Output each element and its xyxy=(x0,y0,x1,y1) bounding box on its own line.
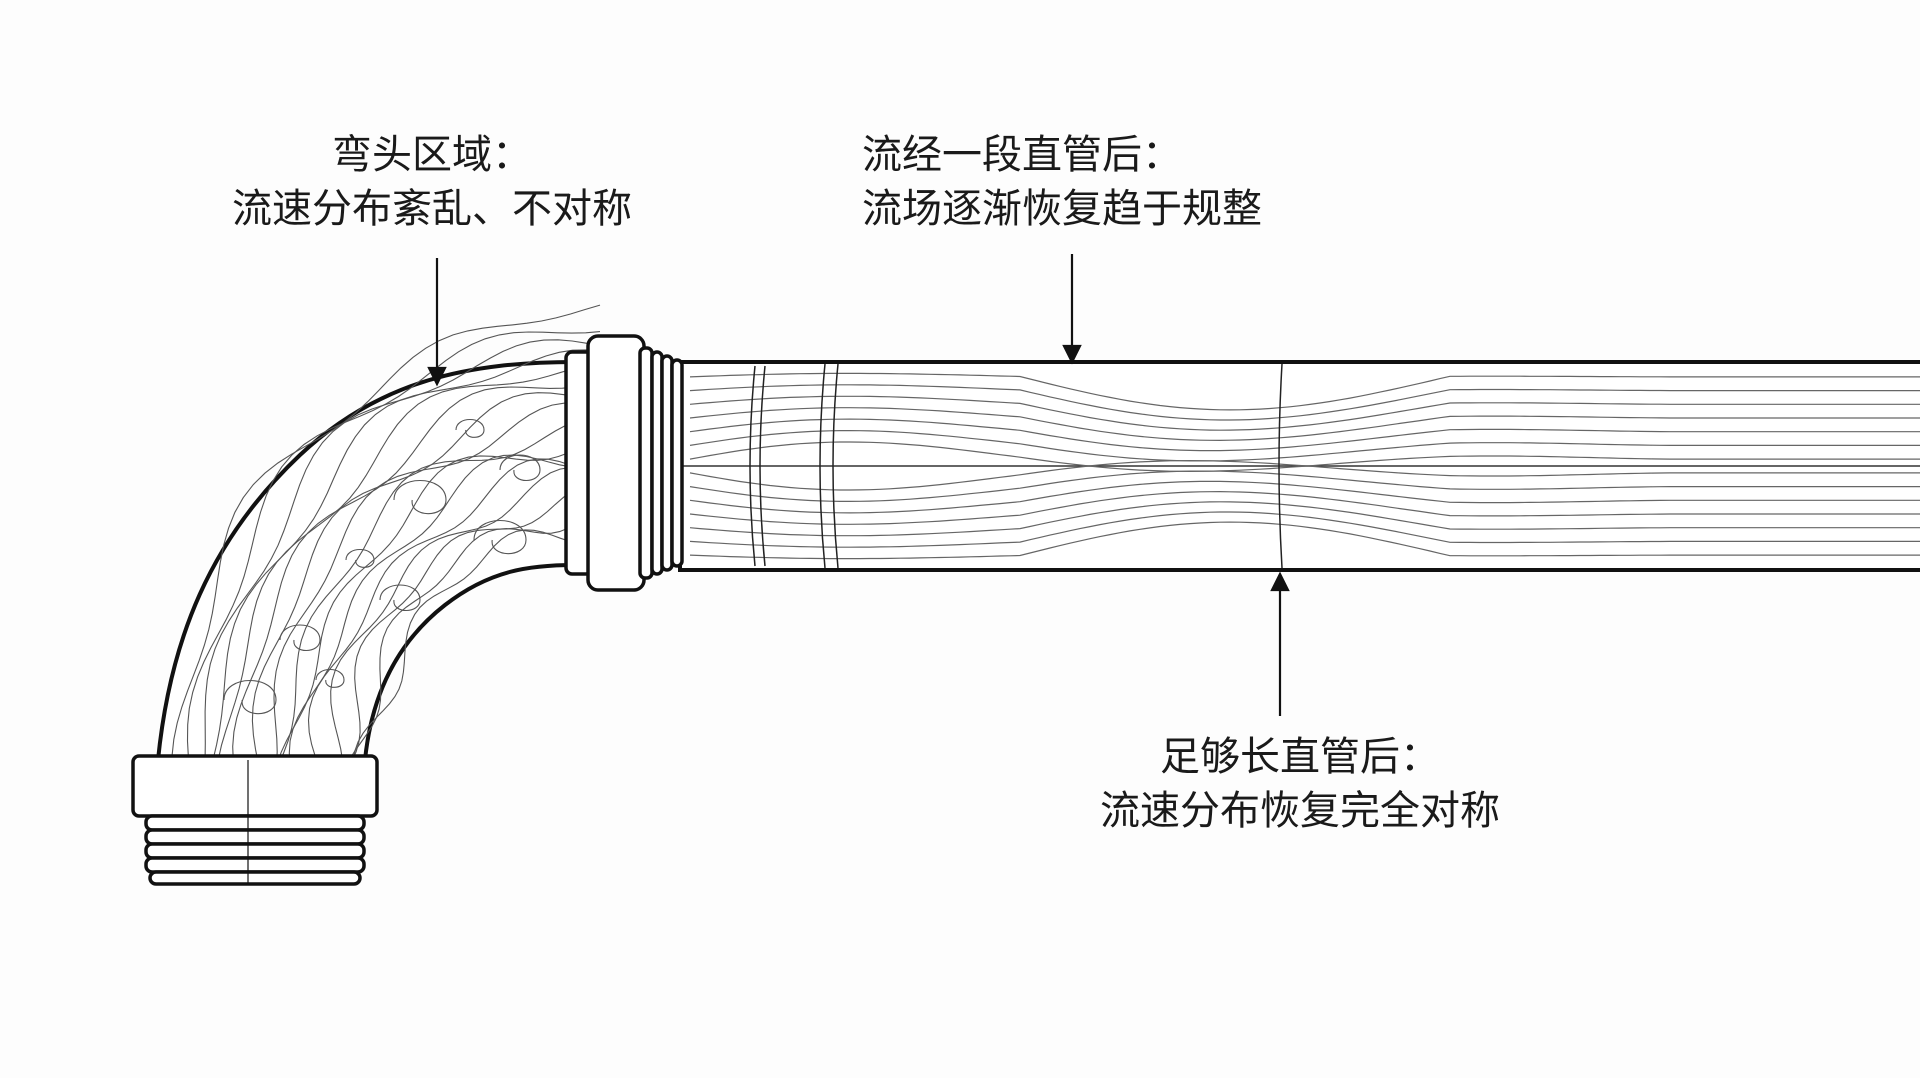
annotation-mid-desc: 流场逐渐恢复趋于规整 xyxy=(862,182,1282,236)
annotation-elbow-desc: 流速分布紊乱、不对称 xyxy=(222,182,642,236)
flange-collar xyxy=(566,336,682,590)
annotation-elbow-region: 弯头区域： 流速分布紊乱、不对称 xyxy=(222,128,642,236)
annotation-mid-region: 流经一段直管后： 流场逐渐恢复趋于规整 xyxy=(862,128,1282,236)
annotation-mid-title: 流经一段直管后： xyxy=(862,128,1282,182)
annotation-far-title: 足够长直管后： xyxy=(1080,730,1520,784)
annotation-far-desc: 流速分布恢复完全对称 xyxy=(1080,784,1520,838)
annotation-elbow-title: 弯头区域： xyxy=(222,128,642,182)
annotation-far-region: 足够长直管后： 流速分布恢复完全对称 xyxy=(1080,730,1520,838)
threaded-outlet xyxy=(133,756,377,884)
